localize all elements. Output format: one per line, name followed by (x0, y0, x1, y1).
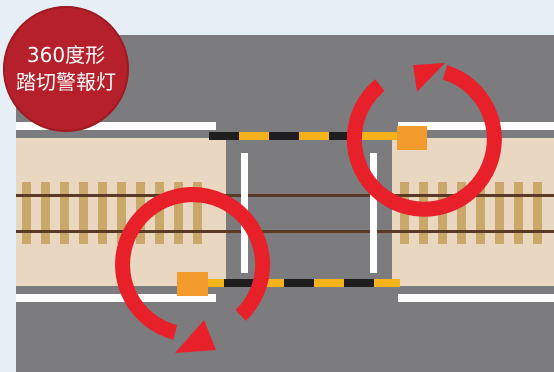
badge-line-2: 踏切警報灯 (16, 70, 116, 94)
clockwise-rotation-arrow-icon (115, 187, 271, 353)
badge: 360度形 踏切警報灯 (3, 6, 129, 132)
crossing-barrier-upper (209, 132, 401, 140)
rail-upper (16, 194, 554, 197)
crossing-barrier-lower (204, 279, 400, 287)
badge-line-1: 360度形 (26, 43, 106, 67)
rail-lower (16, 230, 554, 233)
lane-marking-top-right (398, 122, 554, 130)
lane-marking-bottom-left (16, 294, 216, 302)
warning-light-icon (177, 272, 208, 296)
lane-marking-top-left (16, 122, 216, 130)
warning-light-icon (397, 126, 427, 150)
clockwise-rotation-arrow-icon (346, 63, 502, 217)
lane-marking-bottom-right (398, 294, 554, 302)
crossing-edge-right (370, 153, 377, 273)
